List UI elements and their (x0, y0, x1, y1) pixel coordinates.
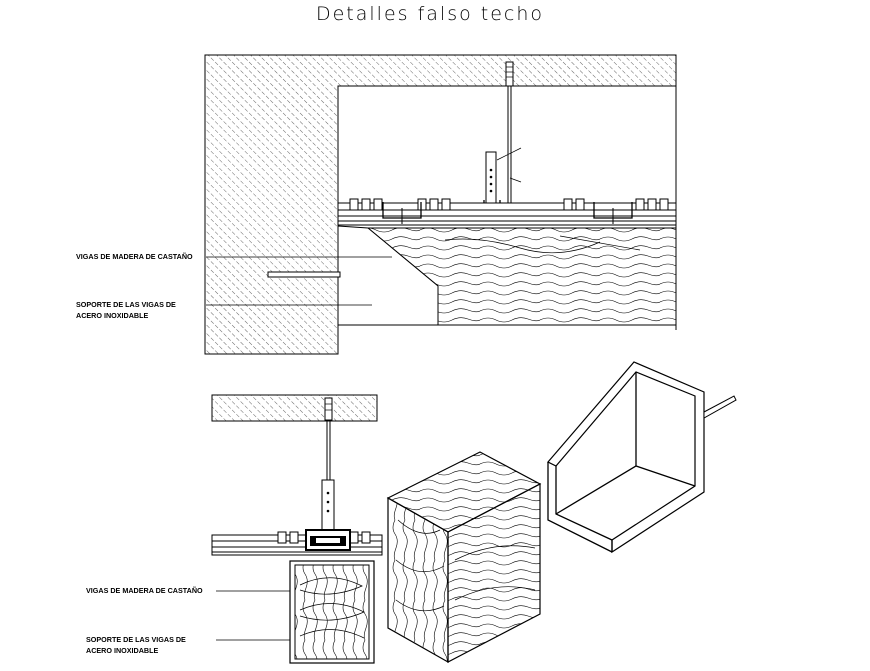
isometric-wood-block (386, 451, 542, 664)
label-top-support-2: ACERO INOXIDABLE (76, 311, 148, 320)
top-section: VIGAS DE MADERA DE CASTAÑO SOPORTE DE LA… (76, 54, 677, 355)
label-bottom-support-1: SOPORTE DE LAS VIGAS DE (86, 635, 186, 644)
drawing-title: Detalles falso techo (316, 3, 544, 25)
label-bottom-support-2: ACERO INOXIDABLE (86, 646, 158, 655)
label-top-beam: VIGAS DE MADERA DE CASTAÑO (76, 252, 193, 261)
bottom-hanger (321, 397, 335, 531)
steel-support (267, 225, 676, 326)
hanger-rod (483, 61, 522, 219)
beam-cross-section (289, 560, 375, 664)
label-bottom-beam: VIGAS DE MADERA DE CASTAÑO (86, 586, 203, 595)
bottom-section: VIGAS DE MADERA DE CASTAÑO SOPORTE DE LA… (86, 394, 383, 664)
isometric-steel-bracket (547, 361, 737, 554)
bottom-boards (211, 529, 383, 556)
slab-strip (211, 394, 378, 422)
ceiling-boards (337, 198, 677, 226)
label-top-support-1: SOPORTE DE LAS VIGAS DE (76, 300, 176, 309)
